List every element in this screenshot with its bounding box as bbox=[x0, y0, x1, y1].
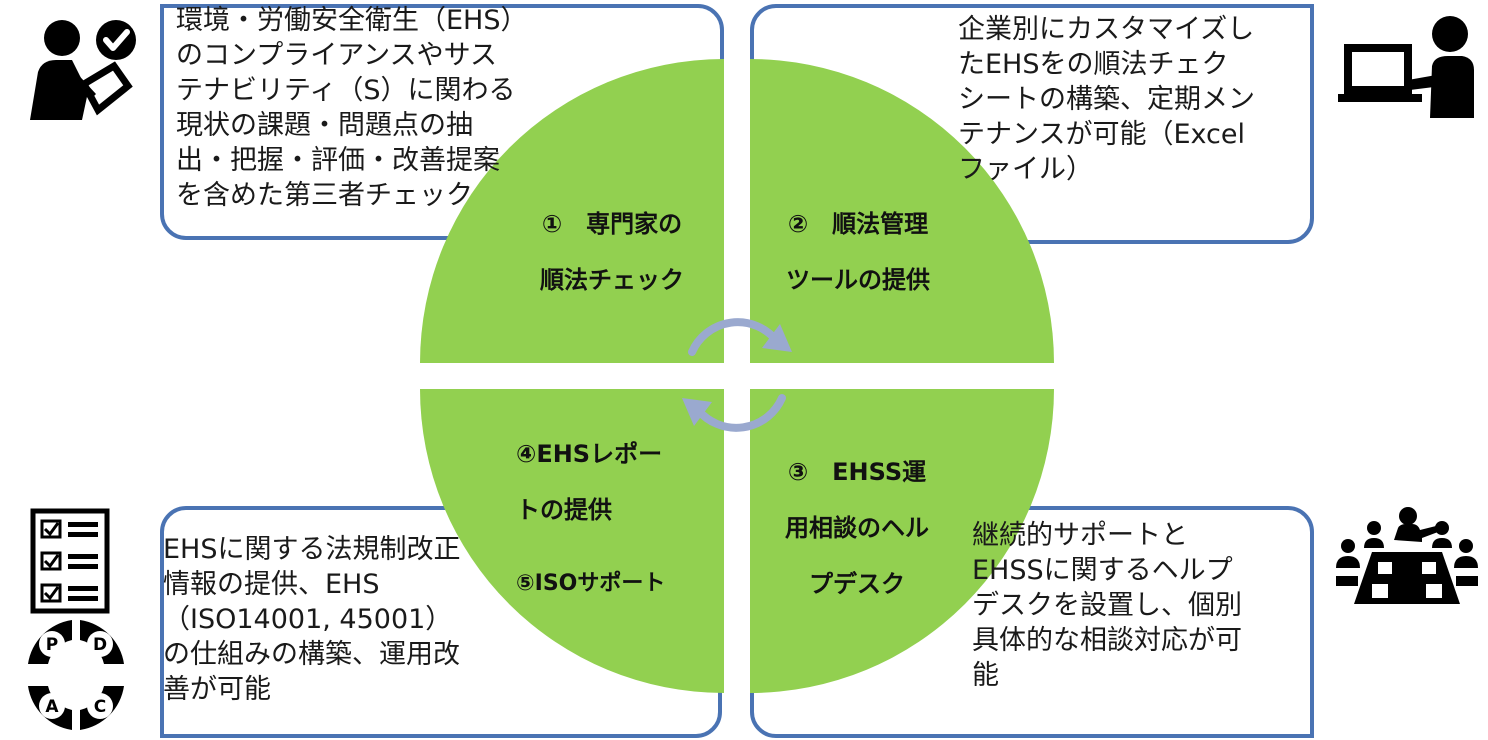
label-compliance-tool: ② 順法管理 ツールの提供 bbox=[786, 210, 930, 294]
pdca-a-label: A bbox=[45, 697, 59, 717]
checklist-icon bbox=[30, 508, 110, 614]
label-expert-check: ① 専門家の 順法チェック bbox=[540, 210, 684, 294]
meeting-table-icon bbox=[1336, 507, 1478, 604]
cycle-arrows-icon bbox=[682, 318, 792, 432]
pdca-c-label: C bbox=[94, 697, 106, 717]
description-report-iso: EHSに関する法規制改正 情報の提供、EHS （ISO14001, 45001）… bbox=[163, 534, 461, 705]
label-helpdesk: ③ EHSS運 用相談のヘル プデスク bbox=[785, 458, 929, 598]
pdca-cycle-icon: P D C A bbox=[28, 620, 124, 730]
pdca-d-label: D bbox=[93, 635, 107, 655]
expert-checking-document-icon bbox=[30, 20, 136, 120]
label-iso-support: ⑤ISOサポート bbox=[516, 571, 666, 596]
person-at-computer-icon bbox=[1338, 16, 1474, 118]
pdca-p-label: P bbox=[46, 635, 58, 655]
description-compliance-tool: 企業別にカスタマイズし たEHSをの順法チェク シートの構築、定期メン テナンス… bbox=[958, 14, 1255, 185]
description-helpdesk: 継続的サポートと EHSSに関するヘルプ デスクを設置し、個別 具体的な相談対応… bbox=[972, 520, 1242, 691]
label-ehs-report: ④EHSレポー トの提供 bbox=[516, 440, 663, 524]
description-expert-check: 環境・労働安全衛生（EHS） のコンプライアンスやサス テナビリティ（S）に関わ… bbox=[176, 5, 528, 211]
